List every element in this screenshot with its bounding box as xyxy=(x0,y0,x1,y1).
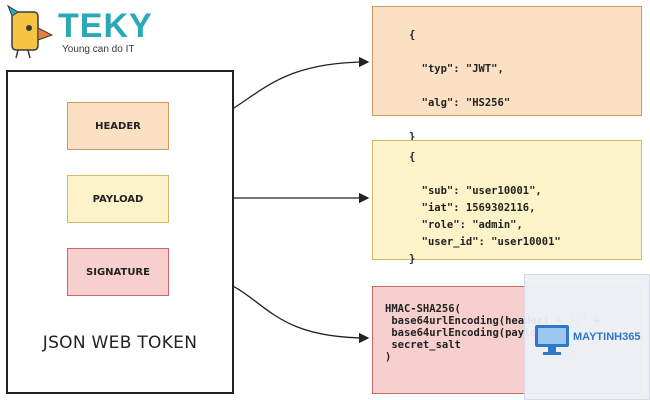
monitor-logo-icon xyxy=(535,325,569,355)
header-json-box: { "typ": "JWT", "alg": "HS256" } xyxy=(372,6,642,143)
signature-part-label: SIGNATURE xyxy=(86,266,150,278)
logo-brand: TEKY xyxy=(58,7,153,45)
payload-part-label: PAYLOAD xyxy=(92,193,144,205)
bird-logo-icon xyxy=(6,4,54,59)
payload-part-box: PAYLOAD xyxy=(67,175,169,223)
header-part-box: HEADER xyxy=(67,102,169,150)
signature-part-box: SIGNATURE xyxy=(67,248,169,296)
logo: TEKY Young can do IT xyxy=(0,0,170,60)
payload-json-box: { "sub": "user10001", "iat": 1569302116,… xyxy=(372,140,642,265)
header-part-label: HEADER xyxy=(95,120,141,132)
jwt-title: JSON WEB TOKEN xyxy=(42,333,198,353)
watermark: MAYTINH365 xyxy=(524,274,650,400)
logo-tagline: Young can do IT xyxy=(62,44,135,55)
watermark-brand: MAYTINH365 xyxy=(573,331,641,343)
